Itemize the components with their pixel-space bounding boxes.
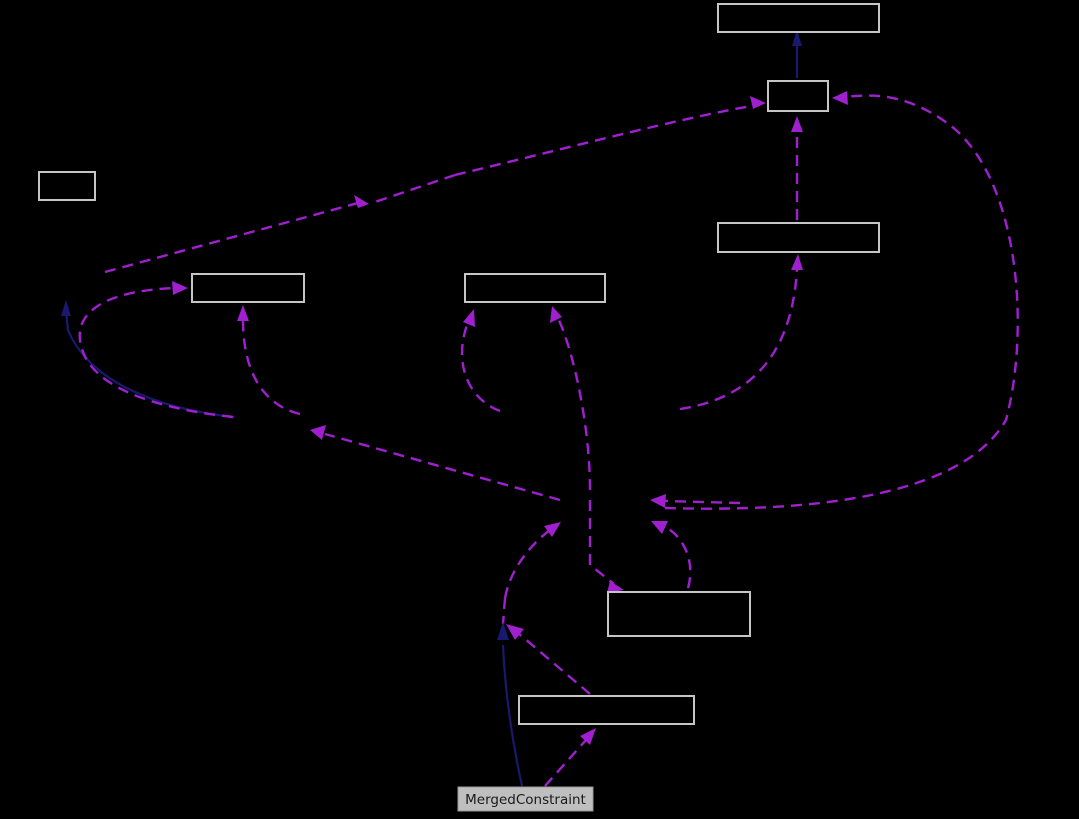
edge-inherit-n9-up: [497, 622, 524, 787]
edge-usage-n8-hub-tail: [501, 597, 507, 625]
edge-usage-diagonal-left-tail: [104, 201, 359, 274]
edge-usage-n8-hub: [503, 522, 561, 599]
node-box-merged-constraint[interactable]: MergedConstraint: [457, 786, 594, 812]
edge-usage-hub-n5: [237, 305, 301, 416]
edge-inherit-n2-n1: [792, 30, 802, 78]
node-box-6[interactable]: [464, 273, 606, 303]
edge-usage-curve-n5: [78, 281, 234, 419]
node-box-2[interactable]: [767, 80, 829, 112]
node-layer: MergedConstraint: [38, 3, 880, 812]
edge-usage-rightloop-n2: [664, 91, 1019, 510]
node-box-3[interactable]: [38, 171, 96, 201]
node-box-1[interactable]: [717, 3, 880, 33]
edge-usage-n7-hub-lower: [651, 521, 692, 589]
edge-usage-n7-hub-upper: [650, 494, 741, 508]
edge-usage-n4-n2: [791, 116, 803, 220]
edge-usage-hub-n6-left: [460, 309, 501, 413]
edge-usage-diagonal-tail: [454, 96, 766, 177]
node-box-5[interactable]: [191, 273, 305, 303]
node-box-8[interactable]: [518, 695, 695, 725]
edge-usage-lowerleft-n2: [354, 173, 456, 208]
node-box-7[interactable]: [607, 591, 751, 637]
edge-usage-hub-n7: [588, 500, 624, 593]
edge-usage-hub-leftarrow: [310, 425, 561, 502]
edge-usage-hub-n6-right: [550, 306, 592, 491]
edge-usage-hub-n4: [679, 254, 803, 411]
edge-usage-n9-n8: [544, 728, 596, 787]
node-label-merged-constraint: MergedConstraint: [465, 792, 586, 808]
edge-layer: [61, 30, 1019, 787]
edge-usage-n8-upleft: [506, 624, 591, 695]
node-box-4[interactable]: [717, 222, 880, 253]
